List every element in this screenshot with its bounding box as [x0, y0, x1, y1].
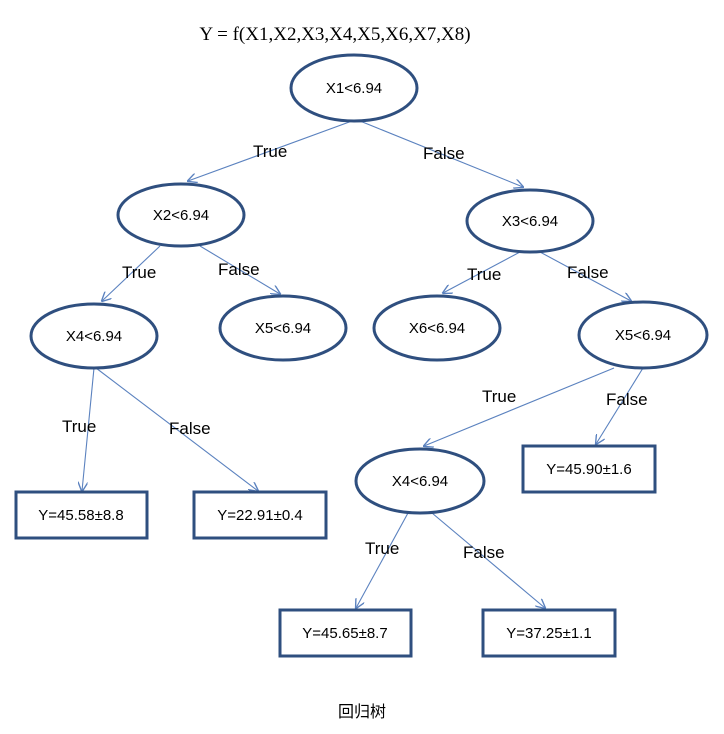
leaf-box-2: [192, 490, 328, 540]
edge-label-n2-n4: True: [122, 263, 156, 282]
leaf-value-5: Y=37.25±1.1: [506, 625, 591, 642]
node-x5-left-label: X5<6.94: [255, 320, 311, 337]
node-x1-label: X1<6.94: [326, 80, 382, 97]
edge-label-n8-l4: True: [365, 539, 399, 558]
edge-n3-n7: [539, 251, 631, 301]
edge-label-n8-l5: False: [463, 543, 505, 562]
edge-label-n4-l2: False: [169, 419, 211, 438]
node-x6-label: X6<6.94: [409, 320, 465, 337]
leaf-value-4: Y=45.65±8.7: [302, 625, 387, 642]
leaf-value-3: Y=45.90±1.6: [546, 461, 631, 478]
figure-caption: 回归树: [337, 702, 386, 721]
leaf-box-5: [481, 608, 617, 658]
node-x1: [289, 53, 419, 123]
edge-label-n3-n7: False: [567, 263, 609, 282]
leaf-box-1: [14, 490, 149, 540]
edge-n2-n4: [102, 245, 161, 301]
node-x5-right-label: X5<6.94: [615, 327, 671, 344]
edge-label-n1-n3: False: [423, 144, 465, 163]
leaf-box-4: [278, 608, 413, 658]
edge-n1-n3: [359, 120, 523, 187]
node-x2-label: X2<6.94: [153, 207, 209, 224]
node-x2: [116, 182, 246, 248]
node-x3: [465, 188, 595, 254]
edge-n2-n5: [199, 245, 280, 294]
leaf-value-2: Y=22.91±0.4: [217, 507, 302, 524]
node-x6: [372, 294, 502, 362]
node-x5-left: [218, 294, 348, 362]
edge-n7-l3: [596, 367, 644, 444]
edge-label-n2-n5: False: [218, 260, 260, 279]
node-x4-left-label: X4<6.94: [66, 328, 122, 345]
leaf-box-3: [521, 444, 657, 494]
node-x3-label: X3<6.94: [502, 213, 558, 230]
equation-title-overlay: Y = f(X1,X2,X3,X4,X5,X6,X7,X8): [199, 24, 471, 45]
edge-label-n7-l3: False: [606, 390, 648, 409]
edge-label-n1-n2: True: [253, 142, 287, 161]
edge-label-n7-n8: True: [482, 387, 516, 406]
leaf-value-1: Y=45.58±8.8: [38, 507, 123, 524]
edge-n8-l4: [356, 512, 409, 608]
node-x5-right: [577, 300, 709, 370]
edge-label-n3-n6: True: [467, 265, 501, 284]
edge-n7-n8: [424, 367, 615, 446]
edge-n4-l2: [95, 367, 258, 491]
node-x4-left: [29, 302, 159, 370]
edge-n8-l5: [431, 512, 545, 608]
edge-n4-l1: [82, 367, 95, 491]
node-x4-right-label: X4<6.94: [392, 473, 448, 490]
edge-label-n4-l1: True: [62, 417, 96, 436]
node-x4-right: [354, 447, 486, 515]
edge-n1-n2: [188, 120, 353, 181]
edge-n3-n6: [443, 251, 521, 293]
